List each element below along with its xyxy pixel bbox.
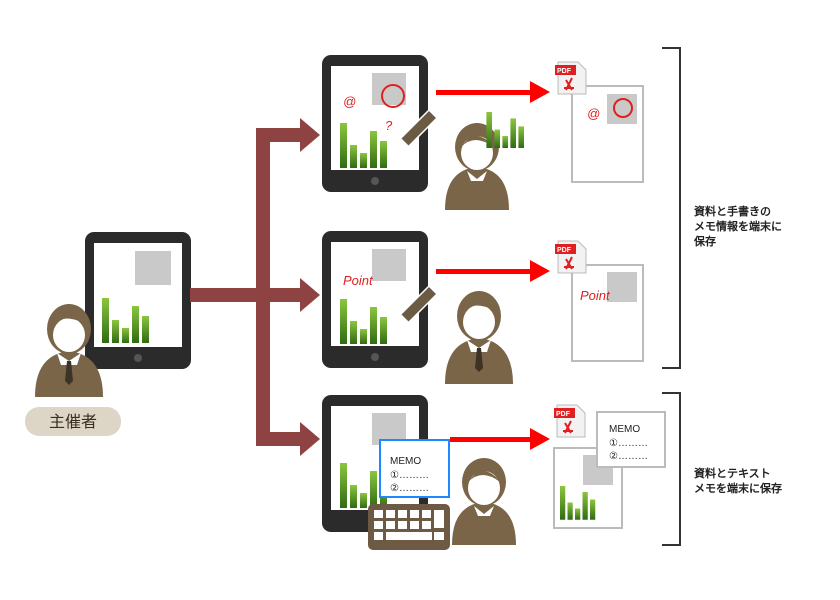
svg-text:MEMO: MEMO [609,424,640,435]
pdf-icon: PDF [554,240,587,274]
saved-document-1: @ PDF [486,61,644,183]
participant-woman-icon [452,458,516,545]
svg-text:①………: ①……… [609,438,648,449]
svg-text:②………: ②……… [390,483,429,494]
pdf-icon: PDF [553,404,586,438]
caption-handwritten: 資料と手書きの メモ情報を端末に 保存 [693,204,782,248]
caption-text-memo: 資料とテキスト メモを端末に保存 [694,466,782,495]
svg-text:保存: 保存 [693,234,716,248]
participant-tablet-1: @ ? [322,55,438,192]
host-tablet [85,232,191,369]
save-arrow-1 [436,81,550,103]
bracket-text-memo [662,392,681,546]
svg-text:主催者: 主催者 [49,412,97,431]
svg-text:資料とテキスト: 資料とテキスト [694,466,771,480]
svg-text:MEMO: MEMO [390,456,421,467]
svg-text:Point: Point [343,273,374,288]
participant-man-icon [445,291,513,384]
svg-text:資料と手書きの: 資料と手書きの [694,204,771,218]
svg-text:①………: ①……… [390,470,429,481]
svg-text:メモを端末に保存: メモを端末に保存 [694,481,782,495]
svg-text:メモ情報を端末に: メモ情報を端末に [694,219,782,233]
document-image-placeholder [135,251,171,285]
host-label-badge: 主催者 [25,407,121,436]
svg-text:?: ? [385,118,393,133]
bracket-handwritten [662,47,681,369]
svg-text:Point: Point [580,288,611,303]
branch-arrows [190,118,320,456]
participant-tablet-2: Point [322,231,438,368]
svg-text:②………: ②……… [609,451,648,462]
save-arrow-2 [436,260,550,282]
keyboard-icon [368,504,450,550]
pdf-badge-label: PDF [556,411,571,418]
save-arrow-3 [450,428,550,450]
text-memo-card: MEMO ①……… ②……… [379,439,450,498]
pdf-badge-label: PDF [557,247,572,254]
svg-text:@: @ [343,94,356,109]
saved-document-3: PDF MEMO ①……… ②……… [553,404,666,529]
pdf-badge-label: PDF [557,68,572,75]
pdf-icon: PDF [554,61,587,95]
svg-text:@: @ [587,106,600,121]
saved-document-2: Point PDF [554,240,644,362]
